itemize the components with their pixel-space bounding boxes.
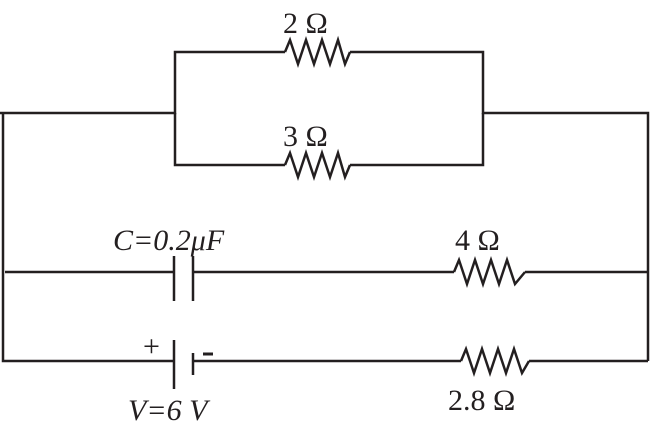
label-r-top: 2 Ω (283, 7, 328, 40)
capacitor-symbol (172, 256, 195, 301)
label-r-middle: 4 Ω (455, 224, 500, 257)
resistor-4ohm (452, 256, 526, 288)
label-battery-plus: + (143, 330, 160, 363)
label-r-parallel-bottom: 3 Ω (283, 120, 328, 153)
top-wire (0, 50, 650, 361)
resistor-2ohm (283, 35, 352, 68)
label-battery: V=6 V (128, 394, 211, 427)
label-capacitor: C=0.2μF (113, 224, 225, 257)
wires (0, 50, 650, 363)
resistor-2-8ohm (459, 345, 531, 377)
left-wire (1, 113, 174, 363)
label-r-bottom: 2.8 Ω (448, 384, 515, 417)
battery-symbol (172, 340, 213, 389)
parallel-bottom-wire (173, 113, 485, 167)
resistor-3ohm (283, 148, 352, 181)
